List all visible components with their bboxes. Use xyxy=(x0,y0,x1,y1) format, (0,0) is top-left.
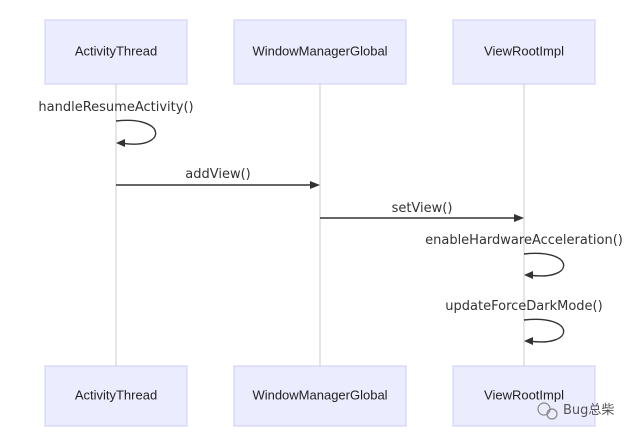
arrowhead xyxy=(524,271,533,279)
actor-top-label: ActivityThread xyxy=(75,43,157,58)
actor-top-window-manager-global: WindowManagerGlobal xyxy=(233,19,407,85)
watermark: Bug总柴 xyxy=(537,402,614,420)
self-message-arrow xyxy=(115,119,157,145)
message-label: setView() xyxy=(392,201,453,216)
message-label: addView() xyxy=(185,167,250,182)
actor-bottom-view-root-impl: ViewRootImpl xyxy=(452,365,596,427)
actor-top-label: WindowManagerGlobal xyxy=(252,43,387,58)
actor-top-activity-thread: ActivityThread xyxy=(44,19,188,85)
self-message-arrow xyxy=(523,252,565,277)
watermark-text: Bug总柴 xyxy=(563,403,614,418)
arrowhead xyxy=(310,181,320,189)
arrowhead xyxy=(524,337,533,345)
actor-top-label: ViewRootImpl xyxy=(484,43,564,58)
actor-bottom-activity-thread: ActivityThread xyxy=(44,365,188,427)
actor-bottom-label: ViewRootImpl xyxy=(484,387,564,402)
actor-bottom-window-manager-global: WindowManagerGlobal xyxy=(233,365,407,427)
message-label: handleResumeActivity() xyxy=(38,100,193,115)
arrowhead xyxy=(116,139,125,147)
message-label: updateForceDarkMode() xyxy=(445,299,602,314)
wechat-icon xyxy=(537,402,558,420)
actor-bottom-label: ActivityThread xyxy=(75,387,157,402)
actor-top-view-root-impl: ViewRootImpl xyxy=(452,19,596,85)
arrowhead xyxy=(514,214,524,222)
message-label: enableHardwareAcceleration() xyxy=(425,233,623,248)
self-message-arrow xyxy=(523,318,565,343)
actor-bottom-label: WindowManagerGlobal xyxy=(252,387,387,402)
